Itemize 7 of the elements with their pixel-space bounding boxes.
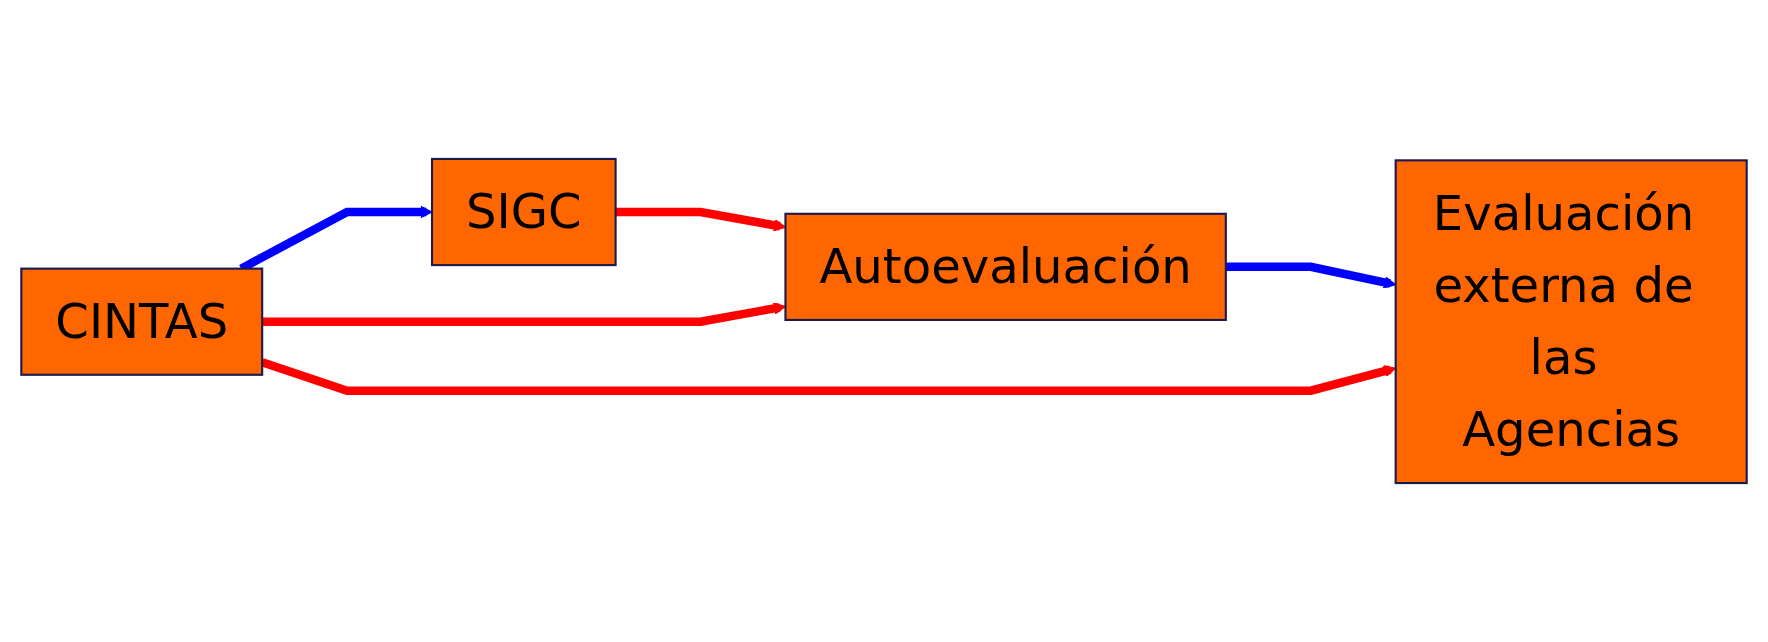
- arrow: [615, 207, 786, 232]
- node-box: [20, 267, 264, 376]
- node-box: [784, 212, 1227, 321]
- arrow: [262, 302, 786, 326]
- node-box: [1394, 159, 1748, 485]
- flowchart-diagram: SIGC Autoevaluación CINTAS Evaluación externa de las Agencias: [10, 10, 1758, 632]
- node-box: [430, 157, 617, 267]
